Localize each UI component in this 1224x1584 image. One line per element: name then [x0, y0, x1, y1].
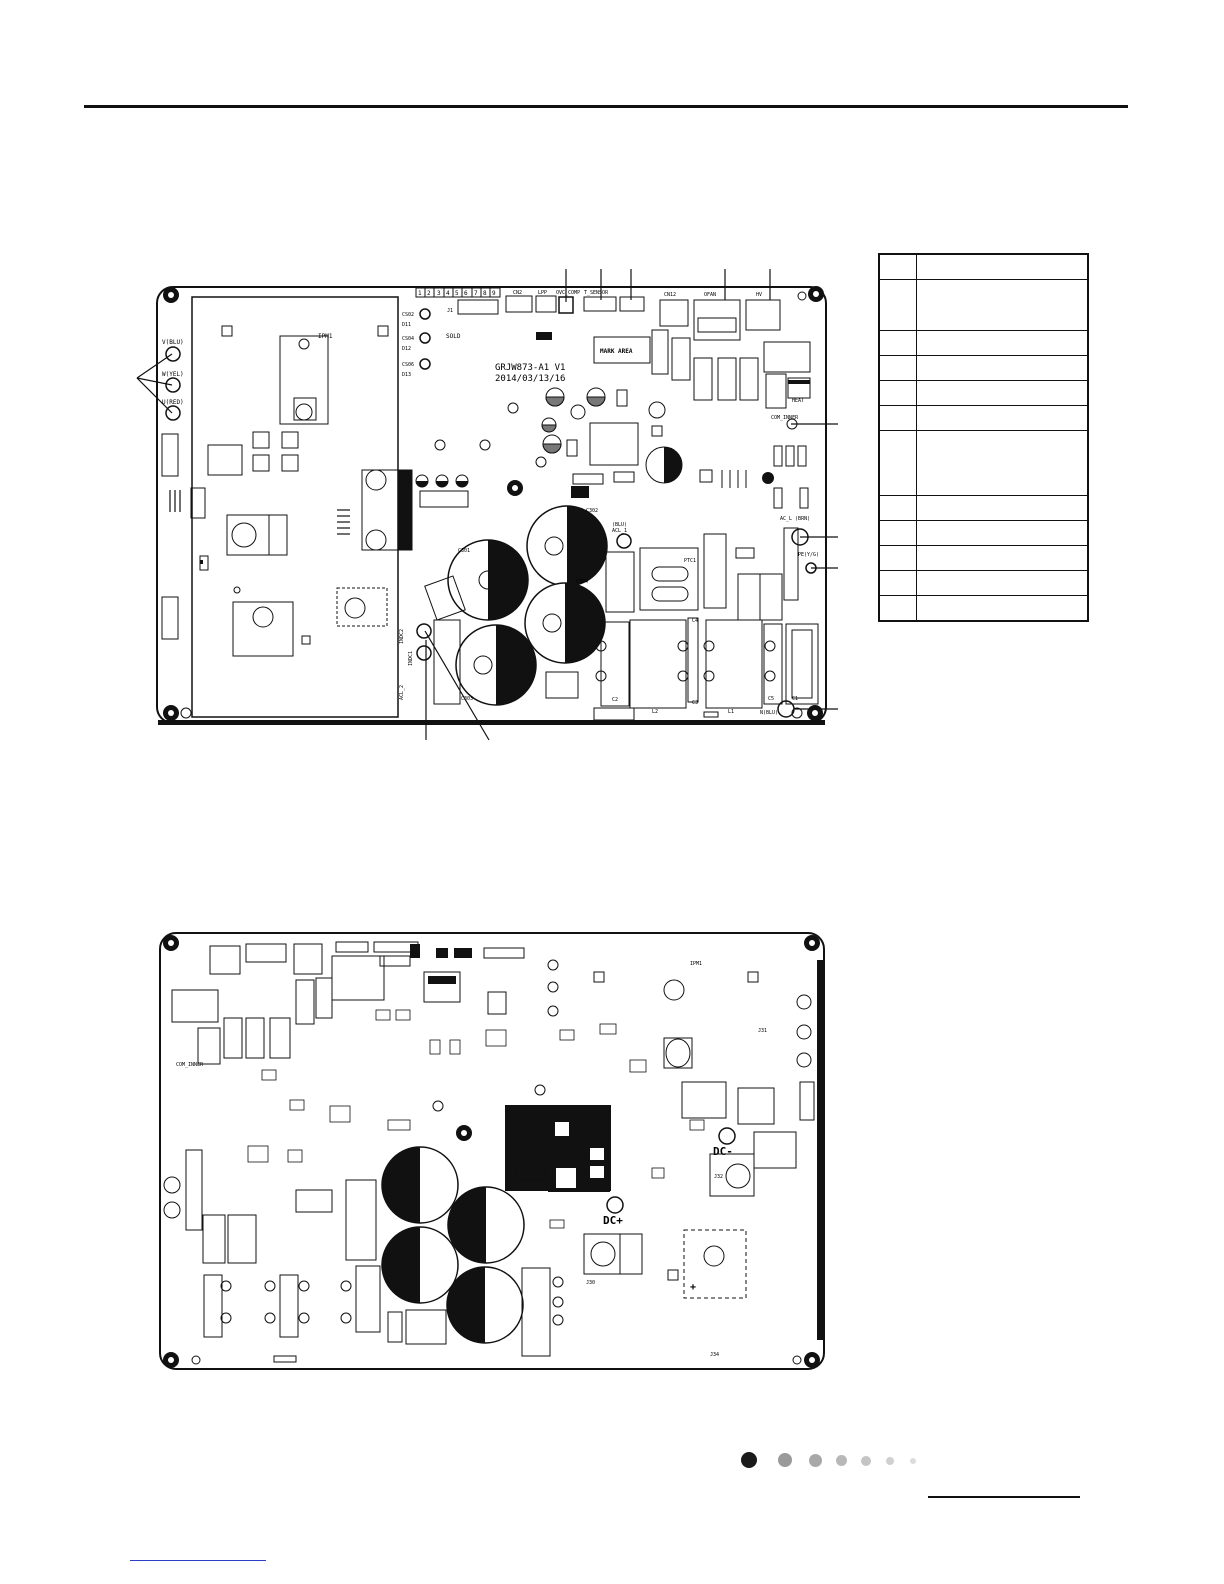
l1-label: L1 [728, 709, 734, 715]
u-red-label: U(RED) [162, 399, 184, 406]
bottom-ipm-label: IPM1 [690, 961, 702, 967]
hv-label: HV [756, 292, 762, 298]
pin-1: 1 [418, 290, 422, 297]
bottom-mounting-holes [163, 935, 820, 1368]
c302-label: C302 [586, 508, 598, 514]
svg-text:CS04: CS04 [402, 336, 414, 342]
cn2-label: CN2 [513, 290, 522, 296]
page-dot-3 [809, 1454, 822, 1467]
c3-label: C3 [692, 700, 698, 706]
c4-label: C4 [692, 618, 698, 624]
c303-label: C303 [461, 696, 473, 702]
com-inner-label: COM_INNER [771, 415, 799, 421]
page-dot-6 [886, 1457, 894, 1465]
svg-text:D13: D13 [402, 372, 411, 378]
legend-table [878, 253, 1089, 622]
pin-8: 8 [483, 290, 487, 297]
j31-label: J31 [758, 1028, 767, 1034]
ipm-label: IPM1 [318, 333, 333, 340]
c1-label: C1 [792, 696, 798, 702]
j34-label: J34 [710, 1352, 719, 1358]
acl2-label: ACL_2 [399, 685, 405, 700]
big-capacitors [447, 505, 608, 706]
indc2-label: INDC2 [399, 629, 405, 644]
pin-2: 2 [427, 290, 431, 297]
ovc-comp-label: OVC_COMP [556, 290, 580, 296]
acl1-label: ACL_1 [612, 528, 627, 534]
svg-text:D11: D11 [402, 322, 411, 328]
pin-9: 9 [492, 290, 496, 297]
model-text: GRJW873-A1 V1 [495, 363, 565, 373]
mark-area-text: MARK AREA [600, 348, 633, 355]
blu-label: (BLU) [612, 522, 627, 528]
svg-text:D12: D12 [402, 346, 411, 352]
sold-label: SOLD [446, 333, 461, 340]
dc-minus-label: DC- [713, 1145, 733, 1158]
svg-text:CS06: CS06 [402, 362, 414, 368]
svg-text:CS02: CS02 [402, 312, 414, 318]
pin-5: 5 [455, 290, 459, 297]
lpp-label: LPP [538, 290, 547, 296]
j32-label: J32 [714, 1174, 723, 1180]
j30-label: J30 [586, 1280, 595, 1286]
bottom-capacitors [381, 1146, 525, 1344]
t-sensor-label: T_SENSOR [584, 290, 609, 296]
svg-text:+: + [690, 1282, 696, 1293]
ac-l-brn-label: AC_L (BRN) [780, 516, 810, 522]
cn12-label: CN12 [664, 292, 676, 298]
pe-label: PE(Y/G) [798, 552, 819, 558]
c301-label: C301 [458, 548, 470, 554]
ofan-label: OFAN [704, 292, 716, 298]
page-dot-7 [910, 1458, 916, 1464]
bottom-pcb-diagram: COM_INNER [159, 932, 825, 1370]
header-rule [84, 105, 1128, 108]
w-yel-label: W(YEL) [162, 371, 184, 378]
c5-label: C5 [768, 696, 774, 702]
n-blu-label: N(BLU) [760, 710, 778, 716]
mounting-holes [163, 286, 824, 721]
v-blu-label: V(BLU) [162, 339, 184, 346]
footer-rule [928, 1496, 1080, 1498]
page-dot-1 [741, 1452, 757, 1468]
dc-plus-label: DC+ [603, 1214, 623, 1227]
date-text: 2014/03/13/16 [495, 374, 565, 384]
footer-link-rule [130, 1560, 266, 1561]
ptc-label: PTC1 [684, 558, 696, 564]
top-pcb-diagram: V(BLU) W(YEL) U(RED) IPM1 1 2 3 4 5 6 7 … [136, 269, 838, 741]
page-dot-4 [836, 1455, 847, 1466]
pin-header: 1 2 3 4 5 6 7 8 9 [415, 287, 501, 298]
pin-7: 7 [474, 290, 478, 297]
pin-6: 6 [464, 290, 468, 297]
bottom-com-inner-label: COM_INNER [176, 1062, 204, 1068]
page-dot-5 [861, 1456, 871, 1466]
pin-3: 3 [437, 290, 441, 297]
pin-4: 4 [446, 290, 450, 297]
c304-label: C304 [576, 579, 588, 585]
c2-label: C2 [612, 697, 618, 703]
l2-label: L2 [652, 709, 658, 715]
page-dot-2 [778, 1453, 792, 1467]
indc1-label: INDC1 [408, 651, 414, 666]
j1-label: J1 [447, 308, 453, 314]
heat-label: HEAT [792, 398, 804, 404]
